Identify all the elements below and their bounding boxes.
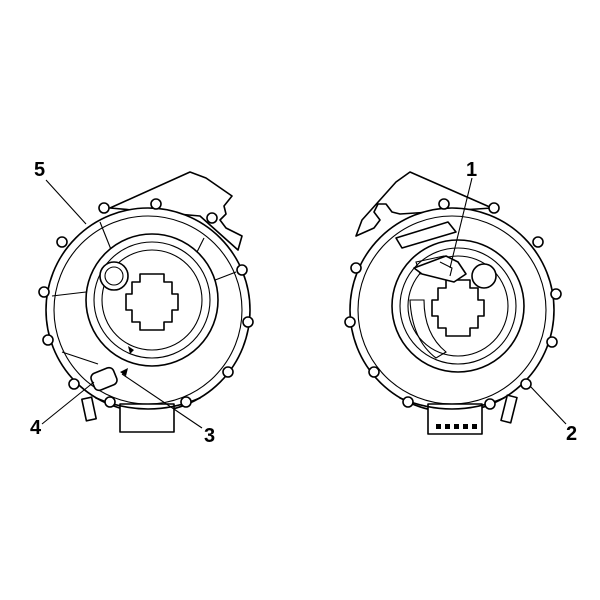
leader-3 [121, 373, 203, 429]
leader-5 [45, 179, 87, 225]
rear-top-housing [355, 171, 493, 237]
front-rib-c [51, 291, 87, 297]
rear-contact-housing [413, 255, 467, 283]
leader-1 [449, 177, 473, 269]
front-view [38, 171, 254, 433]
leader-4 [41, 381, 95, 425]
rear-contact-detail [439, 261, 453, 277]
front-rotor-inner-ring [101, 249, 203, 351]
rear-mounting-bosses [344, 198, 562, 410]
front-rib-e [61, 351, 99, 365]
callout-2: 2 [566, 423, 577, 445]
callout-1: 1 [466, 159, 477, 181]
leader-2 [529, 385, 567, 425]
front-small-hole [99, 261, 129, 291]
front-mounting-bosses [38, 198, 254, 408]
front-small-hole-inner [104, 266, 124, 286]
front-alignment-mark [120, 368, 128, 376]
callout-3: 3 [204, 425, 215, 447]
rear-hub-spline [431, 279, 485, 337]
front-hub-spline [125, 273, 179, 331]
callout-5: 5 [34, 159, 45, 181]
front-top-housing [109, 171, 243, 251]
rear-arc-channel [395, 221, 457, 249]
callout-4: 4 [30, 417, 42, 439]
rear-connector-pins [436, 424, 477, 429]
front-rib-a [99, 221, 113, 253]
rear-rotor-ring [399, 247, 517, 365]
rear-ribbon-path [409, 299, 447, 359]
rear-rotor-inner-ring [407, 255, 509, 357]
front-lock-pin [81, 396, 97, 422]
front-bottom-connector [119, 403, 175, 433]
front-rotor-ring [93, 241, 211, 359]
front-alignment-arrow [128, 346, 134, 354]
rear-view [344, 171, 562, 435]
rear-small-hole [471, 263, 497, 289]
leader-lines [41, 177, 567, 429]
rear-lock-pin [500, 394, 518, 424]
